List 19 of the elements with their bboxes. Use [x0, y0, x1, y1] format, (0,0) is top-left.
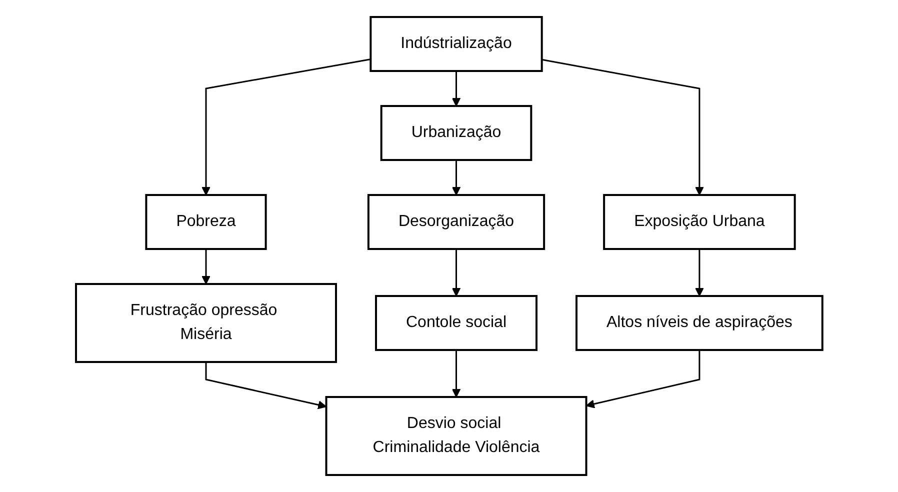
- arrow: [452, 71, 460, 106]
- arrow: [201, 249, 210, 284]
- node-box: Pobreza: [145, 194, 267, 250]
- node-box: Frustração opressão Miséria: [74, 283, 337, 363]
- node-box: Altos níveis de aspirações: [575, 295, 824, 351]
- arrow: [694, 249, 704, 296]
- arrow: [452, 160, 460, 196]
- arrow: [452, 249, 460, 296]
- node-box: Indústrialização: [369, 16, 543, 72]
- node-box: Exposição Urbana: [602, 194, 796, 250]
- node-box: Urbanização: [380, 105, 532, 161]
- node-box: Desvio social Criminalidade Violência: [325, 396, 588, 476]
- arrow: [542, 58, 704, 196]
- node-box: Contole social: [374, 295, 538, 351]
- arrow: [452, 350, 460, 398]
- arrow: [201, 58, 371, 196]
- node-box: Desorganização: [367, 194, 545, 250]
- arrow: [586, 350, 700, 408]
- arrow: [205, 362, 326, 410]
